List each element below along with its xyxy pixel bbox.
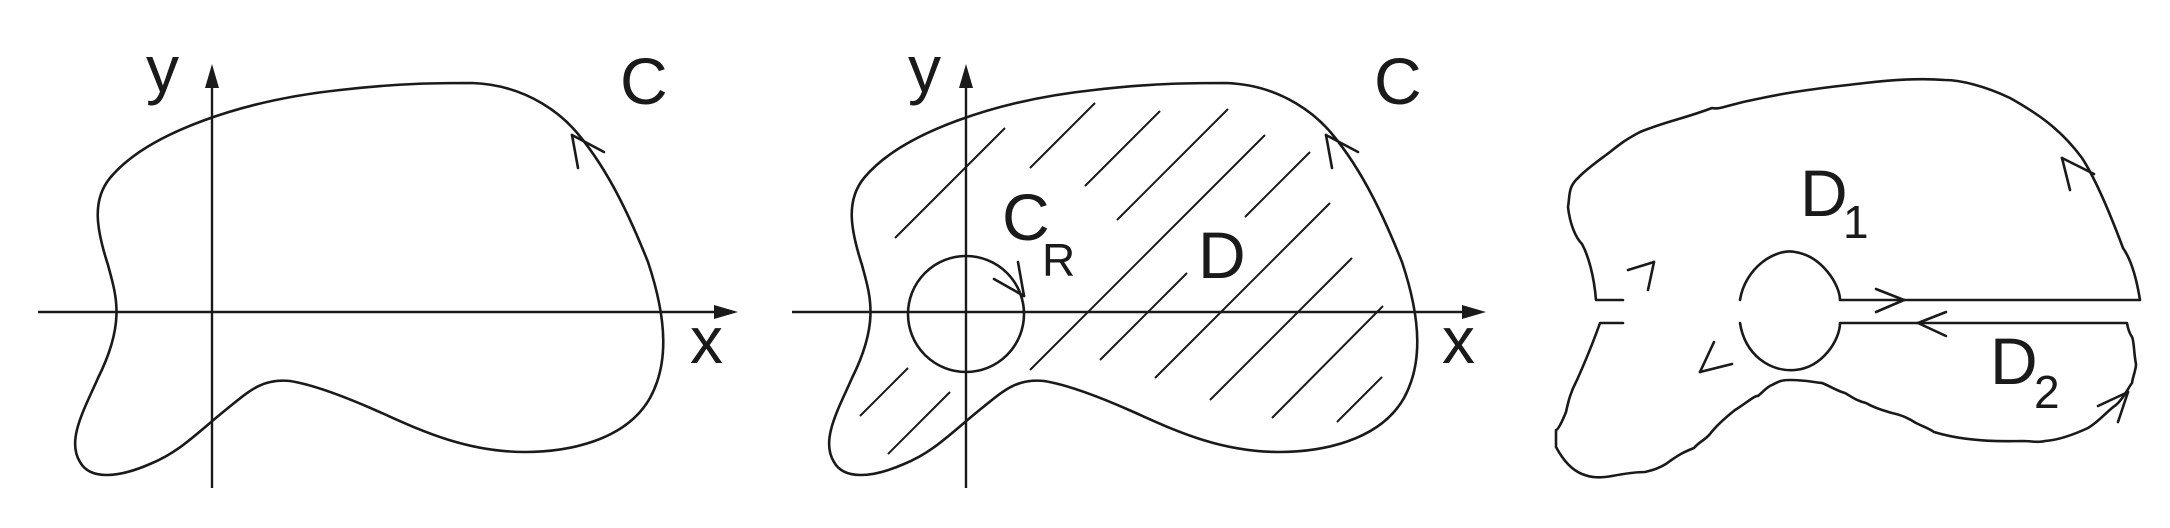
region-label-d1-subscript: 1 <box>1843 196 1869 248</box>
hatch-line <box>1271 305 1384 419</box>
circle-label-c: C <box>1002 180 1050 254</box>
panel-1: y x C <box>38 32 738 488</box>
circle-c-r <box>906 254 1026 374</box>
d1-cut-arrow-mark <box>1874 287 1906 302</box>
x-axis-label: x <box>690 303 723 377</box>
hatch-line <box>1116 108 1229 221</box>
hatch-line <box>1336 376 1383 423</box>
d1-outer-arrow-mark <box>2060 156 2072 192</box>
region-label-d2-subscript: 2 <box>2034 366 2060 418</box>
y-axis-arrow <box>959 64 973 88</box>
d1-circle-arrow-mark <box>1646 260 1656 292</box>
hatch-line <box>1099 272 1188 361</box>
x-axis-label: x <box>1442 303 1475 377</box>
hatch-line <box>887 391 951 455</box>
hatch-line <box>1029 134 1266 371</box>
d2-outer-arrow-mark <box>2096 390 2130 408</box>
y-axis-arrow <box>205 64 219 88</box>
y-axis-label: y <box>146 32 179 106</box>
contour-arrow-mark <box>570 133 606 154</box>
circle-arrow-mark <box>992 277 1026 298</box>
x-axis-arrow <box>714 305 738 319</box>
hatch-line <box>894 127 1006 239</box>
y-axis-label: y <box>908 32 941 106</box>
curve-label-c: C <box>620 44 668 118</box>
d2-circle-arrow-mark <box>1698 340 1716 374</box>
contour-arrow-mark <box>1324 133 1360 154</box>
contour-d1 <box>1566 77 2142 302</box>
d1-cut-arrow-mark <box>1874 298 1906 314</box>
hatch-line <box>1029 102 1096 169</box>
d2-circle-arrow-mark <box>1698 362 1734 374</box>
panel-2: y x C C R D <box>792 32 1486 488</box>
circle-label-subscript: R <box>1042 234 1075 286</box>
hatch-line <box>1084 110 1161 187</box>
region-label-d: D <box>1198 218 1246 292</box>
contour-curve-c <box>73 81 665 477</box>
contour-arrow-mark <box>570 133 580 170</box>
circle-arrow-mark <box>1016 260 1026 298</box>
region-label-d2: D <box>1990 324 2038 398</box>
d1-circle-arrow-mark <box>1626 260 1656 272</box>
hatch-line <box>859 367 909 417</box>
d2-cut-arrow-mark <box>1916 310 1948 325</box>
contour-curve-c <box>827 81 1419 477</box>
d2-cut-arrow-mark <box>1916 321 1948 338</box>
hatch-line <box>1154 202 1331 379</box>
curve-label-c: C <box>1374 44 1422 118</box>
region-label-d1: D <box>1800 156 1848 230</box>
contour-arrow-mark <box>1324 133 1334 170</box>
x-axis-arrow <box>1462 305 1486 319</box>
d1-outer-arrow-mark <box>2060 156 2096 176</box>
d2-outer-arrow-mark <box>2116 390 2130 424</box>
region-d-hatching <box>859 102 1384 455</box>
panel-3: D 1 D 2 <box>1554 77 2142 479</box>
hatch-line <box>1209 257 1353 401</box>
contour-d2 <box>1554 321 2138 479</box>
hatch-line <box>1244 151 1311 218</box>
